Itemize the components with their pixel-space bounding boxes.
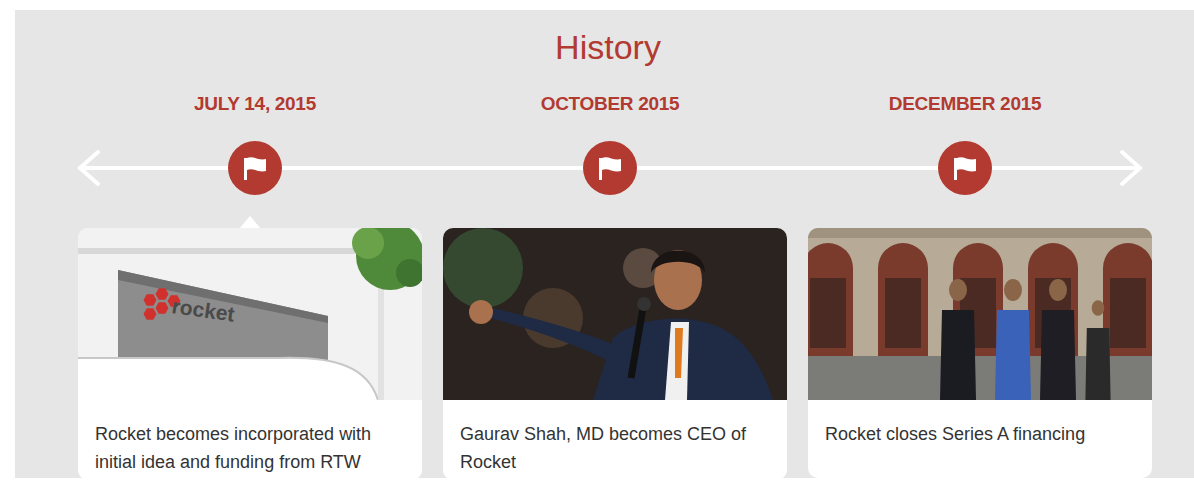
date-label: JULY 14, 2015 — [194, 93, 316, 115]
card-text: Gaurav Shah, MD becomes CEO of Rocket — [443, 420, 787, 476]
timeline-card: Rocket closes Series A financing — [808, 228, 1152, 478]
timeline-card: Gaurav Shah, MD becomes CEO of Rocket — [443, 228, 787, 480]
flag-marker — [228, 141, 282, 195]
card-text: Rocket closes Series A financing — [808, 420, 1152, 448]
photo — [78, 228, 422, 400]
timeline — [80, 141, 1140, 229]
arrow-head — [80, 152, 98, 184]
arrow-head — [1122, 152, 1140, 184]
date-label: OCTOBER 2015 — [541, 93, 680, 115]
card-text: Rocket becomes incorporated with initial… — [78, 420, 422, 476]
photo — [443, 228, 787, 400]
date-label: DECEMBER 2015 — [889, 93, 1041, 115]
photo — [808, 228, 1152, 400]
flag-marker — [583, 141, 637, 195]
title: History — [555, 28, 661, 67]
flag-marker — [938, 141, 992, 195]
timeline-card: Rocket becomes incorporated with initial… — [78, 228, 422, 480]
